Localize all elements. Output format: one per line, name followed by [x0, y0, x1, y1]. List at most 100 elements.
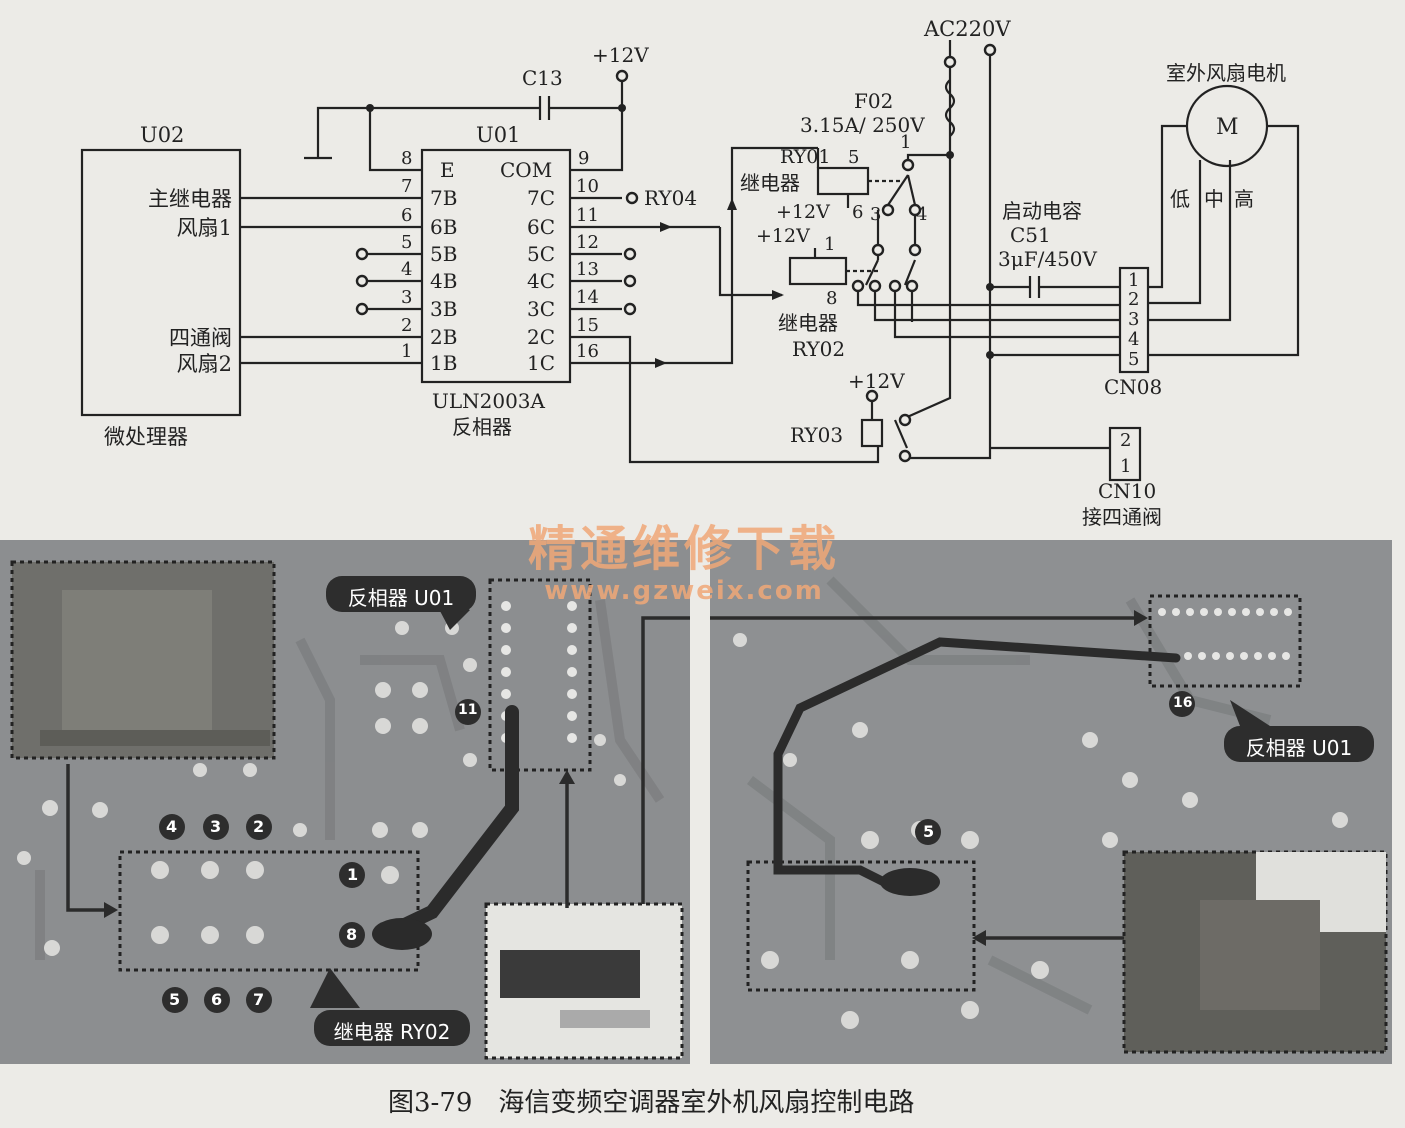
u01-pin-1c: 1C [527, 351, 555, 375]
pin-badge-16: 16 [1173, 695, 1193, 711]
f02-rating: 3.15A/ 250V [800, 113, 925, 137]
u01-num-6: 6 [401, 205, 412, 226]
u02-input-4: 风扇2 [177, 352, 232, 376]
u01-num-7: 7 [401, 176, 412, 197]
u01-num-16: 16 [576, 341, 599, 362]
pcb-left-drawing [0, 540, 690, 1064]
u01-pin-6b: 6B [430, 215, 457, 239]
figure-caption: 图3-79 海信变频空调器室外机风扇控制电路 [388, 1082, 940, 1119]
u01-pin-4b: 4B [430, 269, 457, 293]
pin-badge-5: 5 [169, 990, 181, 1009]
figure-number: 图3-79 [388, 1088, 473, 1118]
label-inverter-u01-right: 反相器 U01 [1245, 736, 1353, 760]
u01-pin-7c: 7C [527, 186, 555, 210]
circuit-schematic: U02 主继电器 风扇1 四通阀 风扇2 微处理器 U01 E 7B 6B 5B… [80, 17, 1300, 529]
u01-num-2: 2 [401, 315, 412, 336]
cn08-pin-5: 5 [1128, 349, 1139, 370]
watermark-url: www.gzweix.com [544, 576, 824, 606]
pcb-right-drawing [710, 540, 1392, 1064]
u01-pin-2b: 2B [430, 325, 457, 349]
speed-mid: 中 [1204, 187, 1224, 211]
figure-title: 海信变频空调器室外机风扇控制电路 [498, 1088, 915, 1118]
pin-badge-4: 4 [166, 817, 178, 836]
u01-num-14: 14 [576, 287, 599, 308]
ry01-pin-3: 3 [870, 204, 881, 225]
ry01-label: 继电器 [740, 171, 800, 195]
f02-name: F02 [854, 89, 893, 113]
u01-pin-3c: 3C [527, 297, 555, 321]
u01-pin-3b: 3B [430, 297, 457, 321]
ry02-pin-1: 1 [824, 234, 835, 255]
u01-num-9: 9 [578, 148, 589, 169]
cn08-pin-2: 2 [1128, 289, 1139, 310]
pin-badge-5-right: 5 [923, 822, 935, 841]
u02-caption: 微处理器 [104, 425, 188, 449]
watermark-title: 精通维修下载 [528, 521, 841, 577]
u01-num-12: 12 [576, 232, 599, 253]
u01-caption-role: 反相器 [452, 415, 512, 439]
pin-badge-1: 1 [347, 865, 359, 884]
pcb-photo-left: 反相器 U01 继电器 RY02 4 3 2 1 8 5 6 7 11 [0, 540, 690, 1064]
ry02-name: RY02 [792, 337, 845, 361]
u01-pin-5c: 5C [527, 242, 555, 266]
ry04-label: RY04 [644, 186, 697, 210]
u01-pin-4c: 4C [527, 269, 555, 293]
ry01-pin-1: 1 [900, 132, 911, 153]
u01-num-1: 1 [401, 341, 412, 362]
u01-num-3: 3 [401, 287, 412, 308]
u01-pin-1b: 1B [430, 351, 457, 375]
pin-badge-11: 11 [458, 702, 478, 718]
watermark: 精通维修下载 www.gzweix.com [528, 522, 840, 606]
ry01-pin-6: 6 [852, 202, 863, 223]
cn10-name: CN10 [1098, 479, 1156, 503]
vcc-label-top: +12V [592, 43, 649, 67]
pin-badge-7: 7 [253, 990, 265, 1009]
u01-num-11: 11 [576, 205, 599, 226]
ry01-pin-5: 5 [848, 147, 859, 168]
u02-input-1: 主继电器 [148, 187, 232, 211]
ry01-pin-4: 4 [916, 204, 927, 225]
vcc-label-ry03: +12V [848, 369, 905, 393]
u02-title: U02 [140, 123, 184, 147]
cn10-pin-1: 1 [1120, 456, 1131, 477]
u01-pin-com: COM [500, 158, 552, 182]
u01-num-13: 13 [576, 259, 599, 280]
pin-badge-3: 3 [210, 817, 222, 836]
c51-rating: 3μF/450V [998, 247, 1098, 271]
pcb-photo-right: 反相器 U01 16 5 [710, 540, 1392, 1064]
motor-title: 室外风扇电机 [1166, 61, 1286, 85]
cn10-pin-2: 2 [1120, 430, 1131, 451]
ac220v-label: AC220V [923, 17, 1011, 41]
u02-box [80, 148, 242, 417]
pin-badge-6: 6 [211, 990, 223, 1009]
cn08-pin-4: 4 [1128, 329, 1139, 350]
label-relay-ry02: 继电器 RY02 [333, 1020, 451, 1044]
motor-m: M [1216, 115, 1239, 140]
vcc-label-ry02: +12V [756, 225, 810, 247]
u01-box [420, 148, 572, 384]
pin-badge-2: 2 [253, 817, 265, 836]
u01-num-5: 5 [401, 232, 412, 253]
speed-high: 高 [1234, 187, 1254, 211]
ry02-pin-8: 8 [826, 288, 837, 309]
label-inverter-u01-left: 反相器 U01 [347, 586, 455, 610]
u02-input-2: 风扇1 [177, 216, 232, 240]
ry01-name: RY01 [780, 146, 830, 168]
u02-input-3: 四通阀 [169, 326, 232, 350]
motor-symbol [1185, 84, 1269, 168]
cn08-pin-3: 3 [1128, 309, 1139, 330]
u01-caption-part: ULN2003A [432, 389, 546, 413]
u01-num-4: 4 [401, 259, 412, 280]
u01-pin-e: E [440, 158, 455, 182]
cn10-note: 接四通阀 [1082, 505, 1162, 529]
u01-pin-7b: 7B [430, 186, 457, 210]
ry02-label: 继电器 [778, 311, 838, 335]
u01-num-8: 8 [401, 148, 412, 169]
start-cap-label: 启动电容 [1002, 199, 1082, 223]
cn08-name: CN08 [1104, 375, 1162, 399]
u01-pin-6c: 6C [527, 215, 555, 239]
u01-title: U01 [476, 123, 520, 147]
u01-num-10: 10 [576, 176, 599, 197]
ry03-label: RY03 [790, 423, 843, 447]
u01-pin-5b: 5B [430, 242, 457, 266]
